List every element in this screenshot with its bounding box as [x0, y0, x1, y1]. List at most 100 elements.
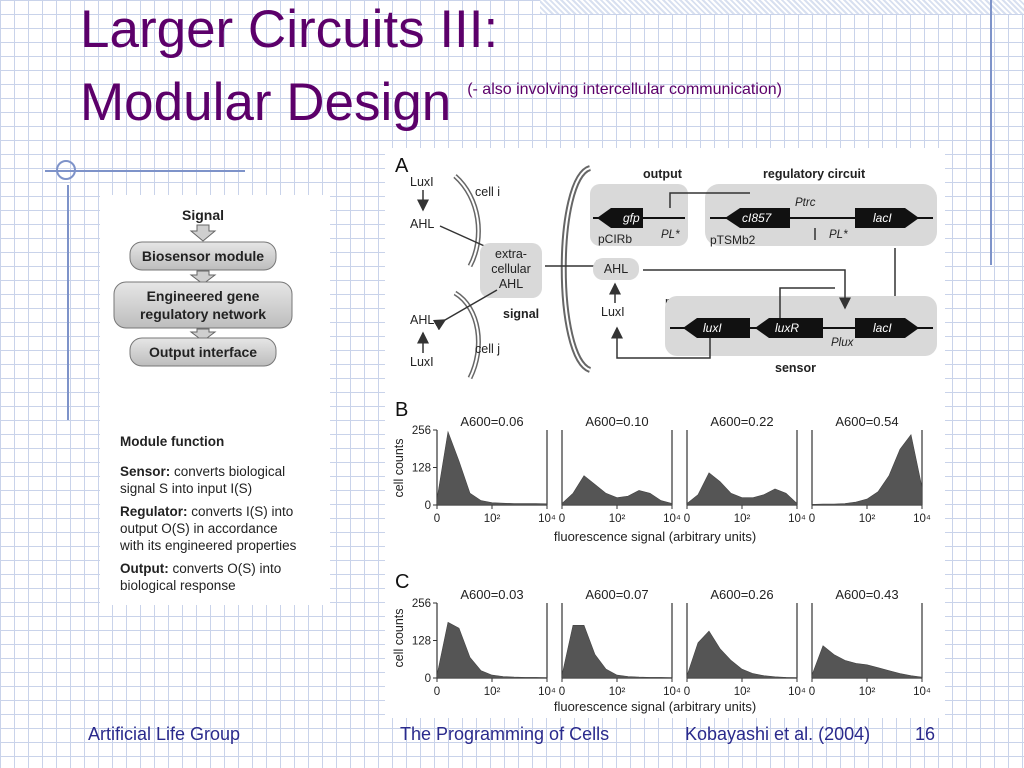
ci857-repression-line — [669, 192, 750, 208]
ptrc-label: Ptrc — [795, 197, 816, 209]
extracellular-line3: AHL — [499, 277, 523, 291]
title-line-1: Larger Circuits III: — [80, 0, 499, 59]
extracellular-line2: cellular — [491, 262, 531, 276]
module-flow-diagram: Signal Biosensor module Engineered gene … — [113, 207, 293, 367]
panel-c-xlabel: fluorescence signal (arbitrary units) — [554, 699, 756, 714]
histogram-area — [561, 475, 673, 506]
panel-a-label: A — [395, 155, 409, 177]
engineered-cell-membrane-inner — [562, 167, 591, 371]
laci-gene-regulatory — [855, 208, 919, 228]
laci-label-sensor: lacI — [873, 321, 892, 335]
footer-left: Artificial Life Group — [88, 724, 241, 744]
module-panel: Signal Biosensor module Engineered gene … — [100, 195, 330, 605]
gfp-gene — [597, 208, 643, 228]
luxi-top-label: LuxI — [410, 175, 434, 189]
output-pl-label: PL* — [661, 229, 680, 241]
y-tick-label: 256 — [412, 598, 431, 610]
output-interface-label: Output interface — [149, 344, 257, 360]
ci857-gene — [725, 208, 790, 228]
panel-b-ylabel: cell counts — [392, 438, 406, 497]
x-tick-label: 10² — [609, 686, 626, 698]
gfp-label: gfp — [623, 211, 640, 225]
regulator-text-2: output O(S) in accordance — [120, 521, 278, 536]
y-tick-label: 256 — [412, 425, 431, 437]
luxi-production-arrow — [611, 326, 711, 359]
panel-b-xlabel: fluorescence signal (arbitrary units) — [554, 529, 756, 544]
sensor-module-label: sensor — [775, 361, 816, 375]
x-tick-label: 10⁴ — [788, 686, 806, 698]
cell-j-membrane-inner — [454, 292, 480, 379]
regulatory-module-label: regulatory circuit — [763, 167, 866, 181]
flow-arrow-1 — [189, 224, 217, 242]
chart-title: A600=0.22 — [710, 414, 773, 429]
cell-i-label: cell i — [475, 185, 500, 199]
panel-c-ylabel: cell counts — [392, 608, 406, 667]
ahl-to-plux-arrow — [643, 269, 851, 310]
ahl-internal-label: AHL — [604, 262, 628, 276]
extracellular-ahl-box — [480, 243, 542, 298]
engineered-network-box — [113, 281, 293, 329]
chart-title: A600=0.43 — [835, 587, 898, 602]
right-vertical-rule — [990, 0, 992, 265]
ahl-top-label: AHL — [410, 217, 434, 231]
regulatory-module-box — [705, 184, 937, 246]
x-tick-label: 10⁴ — [913, 513, 931, 525]
ci857-label: cI857 — [742, 211, 773, 225]
sensor-description: Sensor: converts biological signal S int… — [120, 463, 330, 497]
y-tick-label: 128 — [412, 463, 431, 475]
slide-title: Larger Circuits III: Modular Design (- al… — [80, 0, 782, 133]
engineered-network-line2: regulatory network — [140, 306, 266, 322]
luxi-gene — [683, 318, 750, 338]
chart-title: A600=0.26 — [710, 587, 773, 602]
corner-pattern — [540, 0, 1024, 14]
pcirb-label: pCIRb — [598, 232, 632, 246]
horizontal-rule — [45, 170, 245, 172]
output-module-label: output — [643, 167, 683, 181]
cell-i-membrane-inner — [454, 175, 480, 267]
cell-j-label: cell j — [475, 342, 500, 356]
output-text-1: converts O(S) into — [172, 561, 282, 576]
x-tick-label: 10² — [859, 686, 876, 698]
output-interface-box — [129, 337, 277, 367]
x-tick-label: 10⁴ — [538, 686, 556, 698]
title-line-2-text: Modular Design — [80, 73, 452, 132]
x-tick-label: 10⁴ — [538, 513, 556, 525]
plux-label: Plux — [831, 337, 855, 349]
ptsmb2-label: pTSMb2 — [710, 233, 756, 247]
regulatory-pl-label: PL* — [829, 229, 848, 241]
title-line-2: Modular Design (- also involving intercel… — [80, 60, 782, 133]
x-tick-label: 0 — [809, 686, 815, 698]
regulator-text-1: converts I(S) into — [191, 504, 294, 519]
output-text-2: biological response — [120, 578, 236, 593]
ahl-internal-box — [593, 258, 639, 280]
biosensor-module-box — [129, 241, 277, 271]
luxr-activation-line — [779, 287, 835, 318]
x-tick-label: 0 — [434, 513, 440, 525]
x-tick-label: 10² — [609, 513, 626, 525]
footer-center: The Programming of Cells — [400, 724, 610, 744]
left-vertical-rule — [67, 185, 69, 420]
histogram-area — [811, 645, 923, 679]
chart-title: A600=0.03 — [460, 587, 523, 602]
slide-subtitle: (- also involving intercellular communic… — [467, 81, 782, 98]
histogram-area — [686, 472, 798, 506]
x-tick-label: 10⁴ — [788, 513, 806, 525]
luxi-internal-label: LuxI — [601, 305, 625, 319]
x-tick-label: 10² — [859, 513, 876, 525]
flow-arrow-3 — [189, 328, 217, 342]
sensor-label: Sensor: — [120, 464, 171, 479]
extracellular-line1: extra- — [495, 247, 527, 261]
engineered-network-line1: Engineered gene — [147, 288, 260, 304]
chart-title: A600=0.07 — [585, 587, 648, 602]
x-tick-label: 0 — [434, 686, 440, 698]
flow-arrow-2 — [189, 270, 217, 285]
panel-c-label: C — [395, 571, 409, 593]
x-tick-label: 10⁴ — [663, 513, 681, 525]
x-tick-label: 0 — [559, 513, 565, 525]
luxi-gene-label: luxI — [703, 321, 722, 335]
footer-citation: Kobayashi et al. (2004) — [685, 724, 871, 744]
biosensor-module-label: Biosensor module — [142, 248, 264, 264]
x-tick-label: 10² — [484, 686, 501, 698]
signal-label-a: signal — [503, 307, 539, 321]
x-tick-label: 0 — [809, 513, 815, 525]
